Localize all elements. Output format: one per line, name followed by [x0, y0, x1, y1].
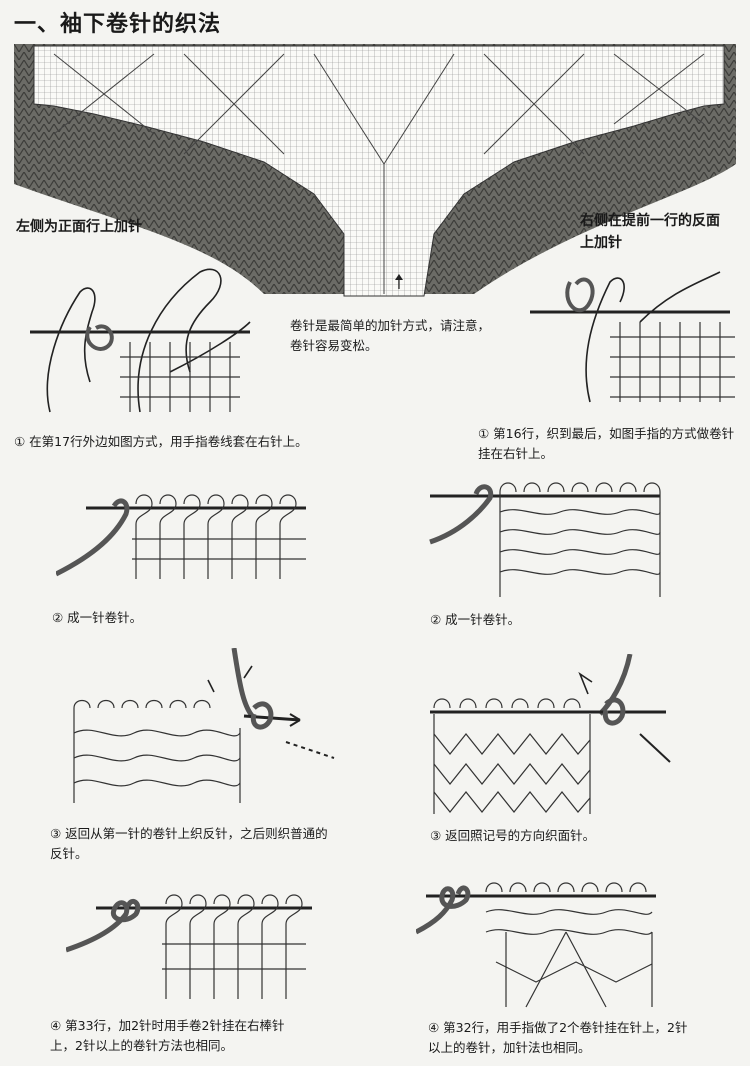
left-step-4-illustration: [66, 894, 312, 999]
left-step-3-caption: ③ 返回从第一针的卷针上织反针，之后则织普通的反针。: [50, 826, 328, 861]
right-step-4-illustration: [416, 882, 656, 1008]
right-step-3-caption: ③ 返回照记号的方向织面针。: [430, 828, 596, 843]
sleeve-chart-illustration: [14, 44, 736, 297]
right-step-2-caption: ② 成一针卷针。: [430, 612, 521, 627]
left-step-3-illustration: [73, 648, 335, 803]
right-step-2-illustration: [429, 482, 661, 597]
right-step-1-illustration: [530, 271, 735, 403]
left-step-1-illustration: [30, 268, 251, 413]
right-heading: 右侧在提前一行的反面上加针: [580, 213, 720, 251]
left-step-4-caption: ④ 第33行，加2针时用手卷2针挂在右棒针上，2针以上的卷针方法也相同。: [50, 1018, 285, 1053]
center-note: 卷针是最简单的加针方式，请注意，卷针容易变松。: [290, 318, 491, 353]
right-step-1-caption: ① 第16行，织到最后，如图手指的方式做卷针挂在右针上。: [478, 426, 735, 461]
left-step-2-illustration: [56, 494, 306, 579]
left-step-1-caption: ① 在第17行外边如图方式，用手指卷线套在右针上。: [14, 434, 308, 449]
right-step-3-illustration: [430, 654, 671, 814]
left-step-2-caption: ② 成一针卷针。: [52, 610, 143, 625]
right-step-4-caption: ④ 第32行，用手指做了2个卷针挂在针上，2针以上的卷针，加针法也相同。: [428, 1020, 688, 1055]
left-heading: 左侧为正面行上加针: [16, 219, 142, 235]
page-title: 一、袖下卷针的织法: [14, 12, 222, 37]
